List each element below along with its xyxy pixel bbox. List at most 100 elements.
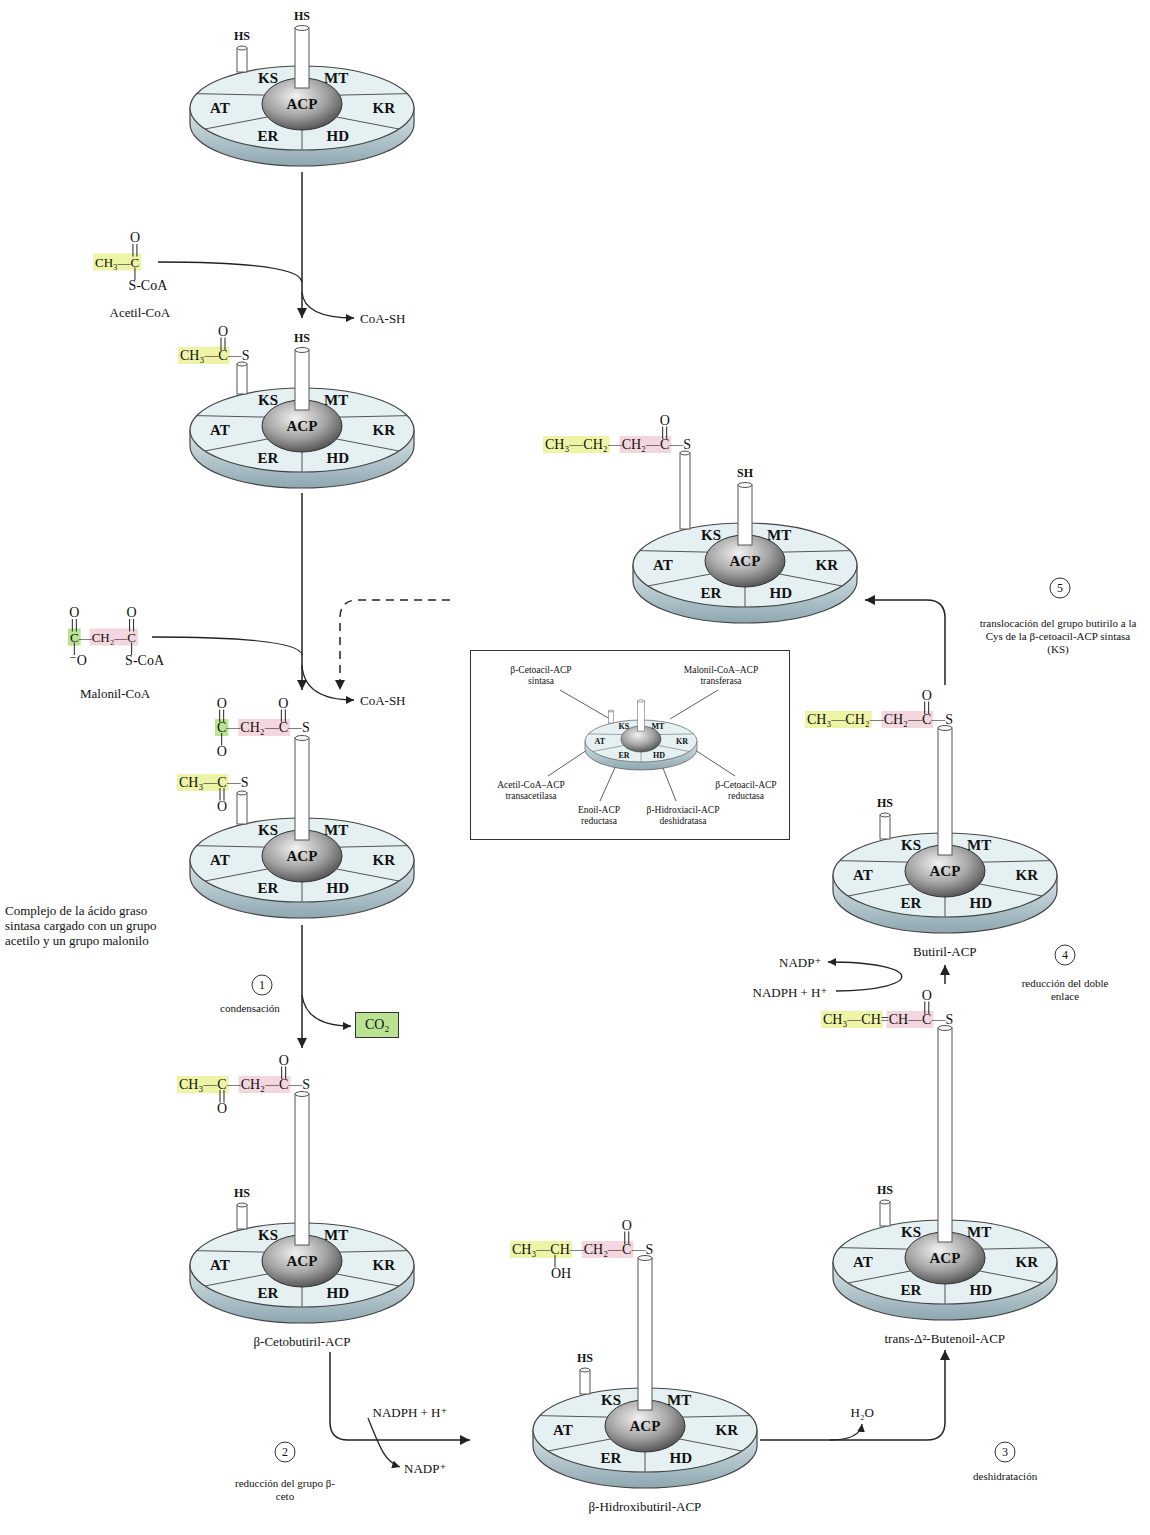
fas-complex: CH₃—C—SOHSKSMTATACPKRERHD — [140, 318, 430, 493]
long-pin — [638, 701, 645, 731]
domain-label: ACP — [630, 1418, 661, 1435]
acyl-group: C—CH₂—C—S — [217, 720, 310, 736]
domain-label: ER — [258, 128, 279, 145]
step-label: translocación del grupo butirilo a la Cy… — [976, 617, 1141, 656]
domain-label: HD — [327, 450, 350, 467]
domain-label: HD — [327, 880, 350, 897]
enzyme-name: Enoil-ACP reductasa — [559, 805, 639, 827]
segment-divider — [340, 94, 408, 95]
domain-label: KS — [258, 1227, 278, 1244]
long-pin — [938, 728, 952, 855]
wheel-group — [533, 1256, 757, 1489]
domain-label: KR — [373, 852, 396, 869]
product-box: CO₂ — [355, 1012, 399, 1038]
domain-label: ER — [901, 895, 922, 912]
enzyme-name: β-Cetoacil-ACP sintasa — [497, 665, 585, 687]
step-number: 5 — [1057, 581, 1063, 595]
intermediate-name: β-Cetobutiril-ACP — [254, 1334, 351, 1349]
short-pin — [237, 1205, 247, 1229]
segment-divider — [588, 733, 622, 735]
text-label: NADP⁺ — [779, 955, 821, 970]
domain-label: HD — [970, 895, 993, 912]
fas-wheel — [825, 775, 1065, 945]
segment-divider — [340, 846, 408, 847]
atom-label: OH — [551, 1266, 571, 1282]
domain-label: MT — [324, 392, 348, 409]
step-label: reducción del doble enlace — [1018, 977, 1113, 1003]
segment-divider — [197, 1251, 265, 1252]
step-label: deshidratación — [973, 1470, 1037, 1483]
text-label: Malonil-CoA — [80, 686, 150, 701]
wheel-group — [633, 451, 857, 623]
thiol-label: HS — [234, 1186, 250, 1200]
fas-complex: C—CH₂—C—SOOOCH₃—C—SOKSMTATACPKRERHD — [165, 690, 430, 925]
atom-label: O — [218, 324, 228, 340]
segment-divider — [205, 117, 267, 129]
domain-label: MT — [967, 837, 991, 854]
pin-cap — [237, 1203, 247, 1207]
segment-divider — [197, 846, 265, 847]
domain-label: KS — [258, 822, 278, 839]
enzyme-name: β-Cetoacil-ACP reductasa — [706, 780, 786, 802]
segment-divider — [980, 1271, 1042, 1283]
atom-label: O — [922, 988, 932, 1004]
segment-divider — [848, 884, 910, 896]
short-pin — [609, 711, 614, 723]
domain-label: AT — [853, 1254, 873, 1271]
pin-cap — [295, 736, 309, 741]
reaction-arrow — [760, 1350, 945, 1440]
short-pin — [237, 364, 247, 394]
domain-label: ACP — [287, 1253, 318, 1270]
product-curve — [302, 292, 354, 318]
step-number: 3 — [1002, 1445, 1008, 1459]
acyl-group: CH₃—C—S — [179, 775, 248, 791]
substrate-curve — [158, 262, 302, 282]
step-number: 4 — [1062, 948, 1068, 962]
domain-label: KR — [373, 422, 396, 439]
domain-label: KS — [901, 1224, 921, 1241]
domain-label: MT — [652, 722, 665, 731]
segment-divider — [983, 861, 1051, 862]
atom-label: O — [922, 688, 932, 704]
domain-label: ACP — [287, 418, 318, 435]
segment-divider — [205, 869, 267, 881]
thiol-label: HS — [877, 1183, 893, 1197]
acyl-group: CH₃—CH₂—CH₂—C—S — [807, 712, 953, 728]
domain-label: ACP — [287, 96, 318, 113]
atom-label: S-CoA — [128, 278, 167, 294]
thiol-label: SH — [737, 466, 753, 480]
segment-divider — [683, 1416, 751, 1417]
acyl-group: CH₃—CH=CH—C—S — [823, 1012, 953, 1028]
segment-divider — [302, 1287, 303, 1307]
domain-label: ACP — [287, 848, 318, 865]
short-pin — [237, 48, 247, 72]
atom-label: O — [217, 799, 227, 815]
enzyme-legend-box: β-Cetoacil-ACP sintasaMalonil-CoA–ACP tr… — [470, 650, 790, 840]
domain-label: AT — [595, 737, 606, 746]
pin-cap — [237, 791, 247, 795]
substrate-curve — [152, 637, 302, 655]
atom-label: S-CoA — [125, 653, 164, 669]
fas-complex: CH₃—CH—CH₂—C—SOHOHSKSMTATACPKRERHDβ-Hidr… — [470, 1215, 760, 1525]
domain-label: KR — [676, 737, 688, 746]
cofactor-curve — [828, 962, 902, 991]
segment-divider — [540, 1416, 608, 1417]
domain-label: KS — [619, 722, 630, 731]
atom-label: O — [622, 1218, 632, 1234]
fas-wheel — [525, 1330, 765, 1500]
text-label: Complejo de la ácido graso sintasa carga… — [5, 903, 165, 948]
domain-label: KS — [701, 527, 721, 544]
long-pin — [295, 350, 309, 410]
long-pin — [295, 28, 309, 88]
domain-label: AT — [553, 1422, 573, 1439]
cofactor-curve — [368, 1418, 400, 1467]
product-curve — [302, 665, 354, 700]
fas-complex: CH₃—C—CH₂—C—SOOHSKSMTATACPKRERHDβ-Cetobu… — [110, 1048, 430, 1352]
leader-line — [600, 763, 617, 801]
domain-label: KR — [1016, 1254, 1039, 1271]
fas-complex: CH₃—CH₂—CH₂—C—SOHSKSMTATACPKRERHDButiril… — [795, 685, 1075, 965]
product-curve — [830, 1424, 862, 1440]
fas-complex: CH₃—CH=CH—C—SOHSKSMTATACPKRERHDtrans-Δ²-… — [790, 984, 1075, 1350]
segment-divider — [680, 1439, 742, 1451]
domain-label: MT — [767, 527, 791, 544]
